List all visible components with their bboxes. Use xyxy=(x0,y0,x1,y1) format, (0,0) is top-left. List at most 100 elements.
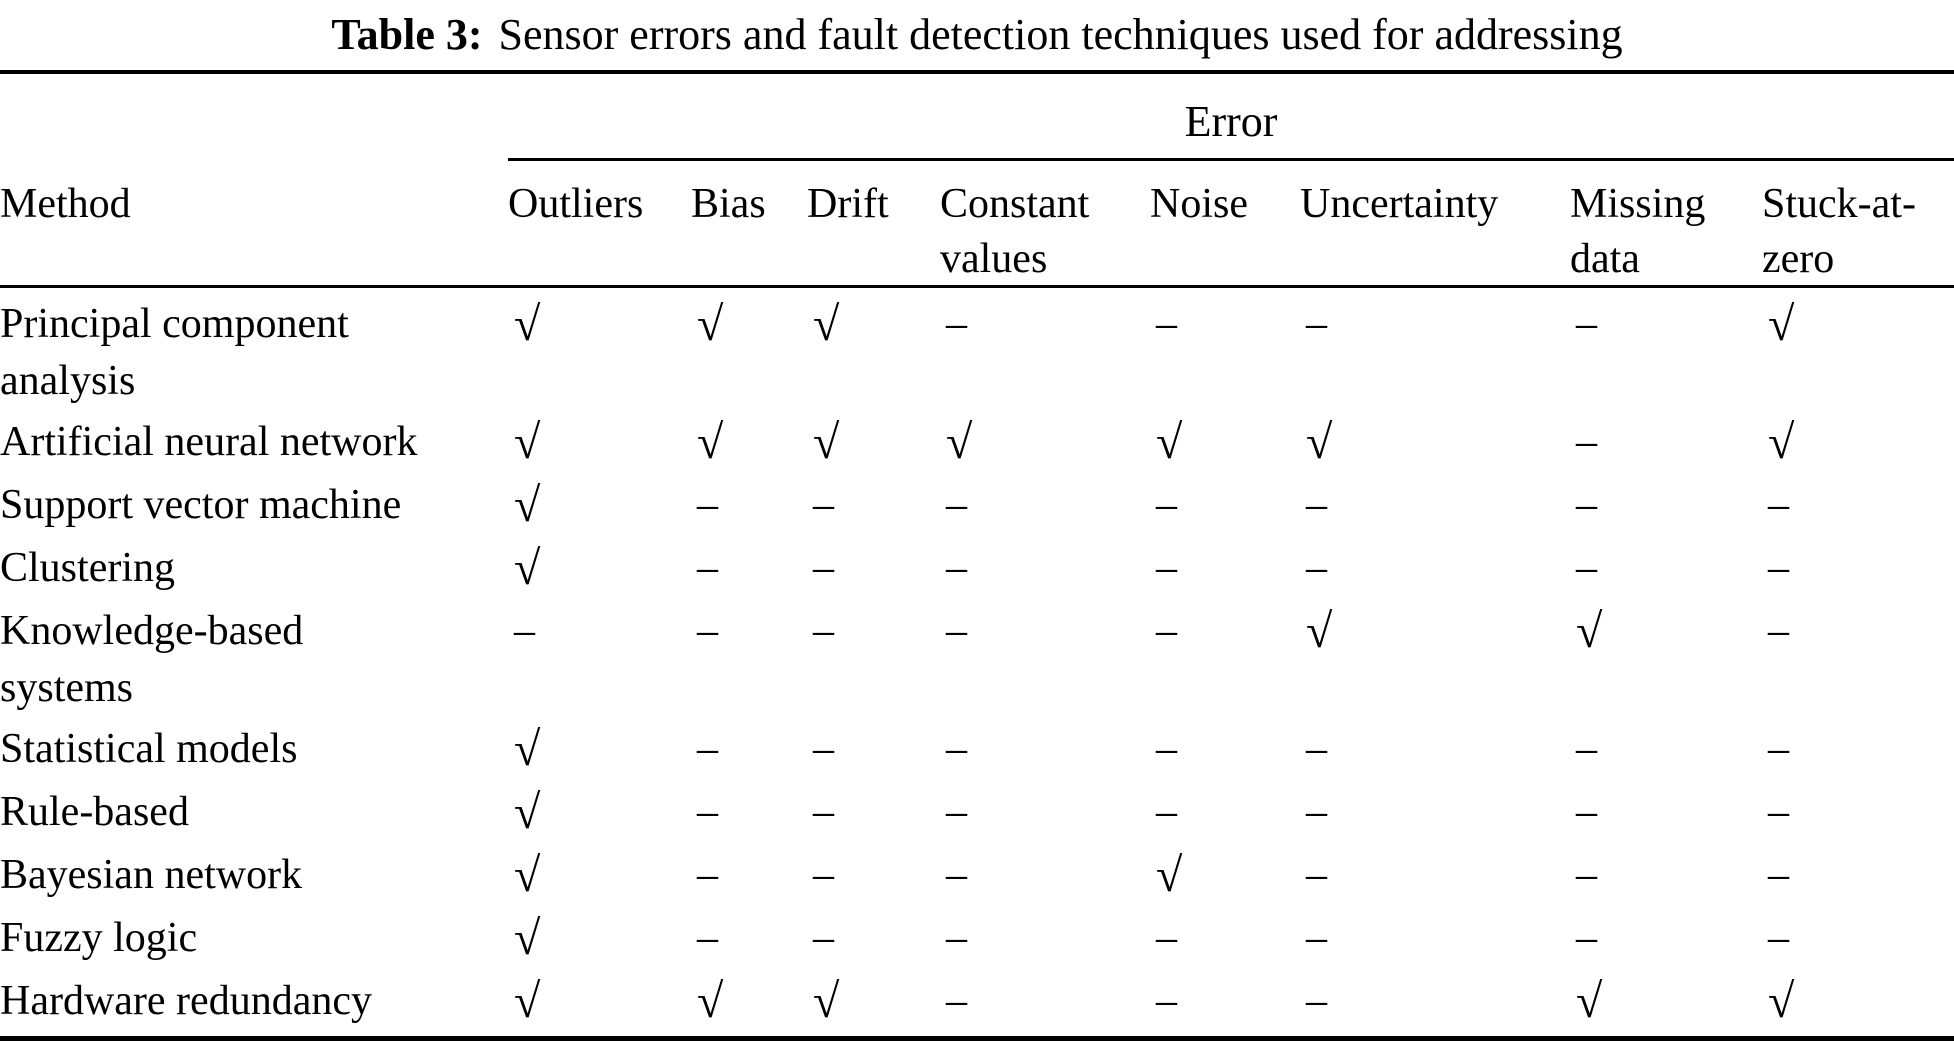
dash-mark: – xyxy=(1768,482,1789,528)
mark-cell: – xyxy=(940,910,1150,973)
mark-cell: √ xyxy=(1570,973,1762,1036)
mark-cell: √ xyxy=(508,784,691,847)
table-row: Hardware redundancy√√√–––√√ xyxy=(0,973,1954,1036)
mark-cell: √ xyxy=(940,414,1150,477)
mark-cell: √ xyxy=(508,540,691,603)
mark-cell: – xyxy=(1300,973,1570,1036)
table-row: Rule-based√––––––– xyxy=(0,784,1954,847)
mark-cell: – xyxy=(940,784,1150,847)
mark-cell: – xyxy=(807,910,940,973)
mark-cell: – xyxy=(1570,296,1762,414)
mark-cell: – xyxy=(940,721,1150,784)
table-top-rule xyxy=(0,70,1954,74)
dash-mark: – xyxy=(1156,482,1177,528)
mark-cell: – xyxy=(1150,973,1300,1036)
table-body: Principal component analysis√√√––––√Arti… xyxy=(0,288,1954,1036)
dash-mark: – xyxy=(697,915,718,961)
mark-cell: – xyxy=(1150,540,1300,603)
dash-mark: – xyxy=(946,301,967,347)
mark-cell: – xyxy=(1150,603,1300,721)
table-row: Bayesian network√–––√––– xyxy=(0,847,1954,910)
mark-cell: – xyxy=(1300,784,1570,847)
mark-cell: √ xyxy=(1150,847,1300,910)
check-mark: √ xyxy=(1768,975,1795,1028)
dash-mark: – xyxy=(1306,852,1327,898)
mark-cell: – xyxy=(1762,910,1954,973)
dash-mark: – xyxy=(1768,852,1789,898)
dash-mark: – xyxy=(697,608,718,654)
check-mark: √ xyxy=(1306,416,1333,469)
dash-mark: – xyxy=(1768,608,1789,654)
error-group-row: Error xyxy=(0,74,1954,158)
dash-mark: – xyxy=(1306,545,1327,591)
dash-mark: – xyxy=(697,482,718,528)
table-row: Knowledge-based systems–––––√√– xyxy=(0,603,1954,721)
mark-cell: √ xyxy=(1300,603,1570,721)
check-mark: √ xyxy=(514,912,541,965)
dash-mark: – xyxy=(813,789,834,835)
check-mark: √ xyxy=(1156,849,1183,902)
mark-cell: – xyxy=(1300,910,1570,973)
dash-mark: – xyxy=(1576,545,1597,591)
check-mark: √ xyxy=(514,849,541,902)
dash-mark: – xyxy=(1576,726,1597,772)
mark-cell: – xyxy=(508,603,691,721)
dash-mark: – xyxy=(946,482,967,528)
dash-mark: – xyxy=(946,852,967,898)
dash-mark: – xyxy=(946,978,967,1024)
check-mark: √ xyxy=(514,479,541,532)
check-mark: √ xyxy=(697,416,724,469)
mark-cell: – xyxy=(1762,721,1954,784)
mark-cell: – xyxy=(1570,414,1762,477)
header-rule xyxy=(0,285,1954,288)
mark-cell: – xyxy=(1570,784,1762,847)
column-header-drift: Drift xyxy=(807,181,889,227)
mark-cell: √ xyxy=(807,296,940,414)
table-row: Statistical models√––––––– xyxy=(0,721,1954,784)
dash-mark: – xyxy=(813,482,834,528)
mark-cell: – xyxy=(691,847,807,910)
dash-mark: – xyxy=(1576,419,1597,465)
check-mark: √ xyxy=(514,298,541,351)
dash-mark: – xyxy=(697,545,718,591)
mark-cell: – xyxy=(940,847,1150,910)
mark-cell: √ xyxy=(1762,414,1954,477)
mark-cell: – xyxy=(1570,477,1762,540)
dash-mark: – xyxy=(1768,726,1789,772)
check-mark: √ xyxy=(1576,975,1603,1028)
mark-cell: √ xyxy=(691,973,807,1036)
dash-mark: – xyxy=(1306,301,1327,347)
mark-cell: – xyxy=(940,973,1150,1036)
mark-cell: – xyxy=(940,603,1150,721)
column-header-constant-values: Constant values xyxy=(940,181,1090,282)
mark-cell: – xyxy=(1300,540,1570,603)
mark-cell: – xyxy=(1300,477,1570,540)
mark-cell: √ xyxy=(691,414,807,477)
mark-cell: – xyxy=(691,603,807,721)
table-row: Artificial neural network√√√√√√–√ xyxy=(0,414,1954,477)
dash-mark: – xyxy=(813,852,834,898)
dash-mark: – xyxy=(1768,915,1789,961)
dash-mark: – xyxy=(1156,545,1177,591)
mark-cell: √ xyxy=(1762,973,1954,1036)
dash-mark: – xyxy=(946,608,967,654)
mark-cell: – xyxy=(940,540,1150,603)
mark-cell: √ xyxy=(1762,296,1954,414)
check-mark: √ xyxy=(514,786,541,839)
check-mark: √ xyxy=(697,975,724,1028)
mark-cell: √ xyxy=(807,973,940,1036)
dash-mark: – xyxy=(1156,608,1177,654)
mark-cell: – xyxy=(691,540,807,603)
method-cell: Rule-based xyxy=(0,789,189,835)
mark-cell: – xyxy=(807,603,940,721)
mark-cell: – xyxy=(940,477,1150,540)
mark-cell: – xyxy=(1762,784,1954,847)
method-cell: Support vector machine xyxy=(0,482,402,528)
dash-mark: – xyxy=(1156,789,1177,835)
mark-cell: – xyxy=(1570,910,1762,973)
dash-mark: – xyxy=(1156,726,1177,772)
mark-cell: √ xyxy=(508,296,691,414)
table-bottom-rule xyxy=(0,1036,1954,1041)
dash-mark: – xyxy=(1306,978,1327,1024)
